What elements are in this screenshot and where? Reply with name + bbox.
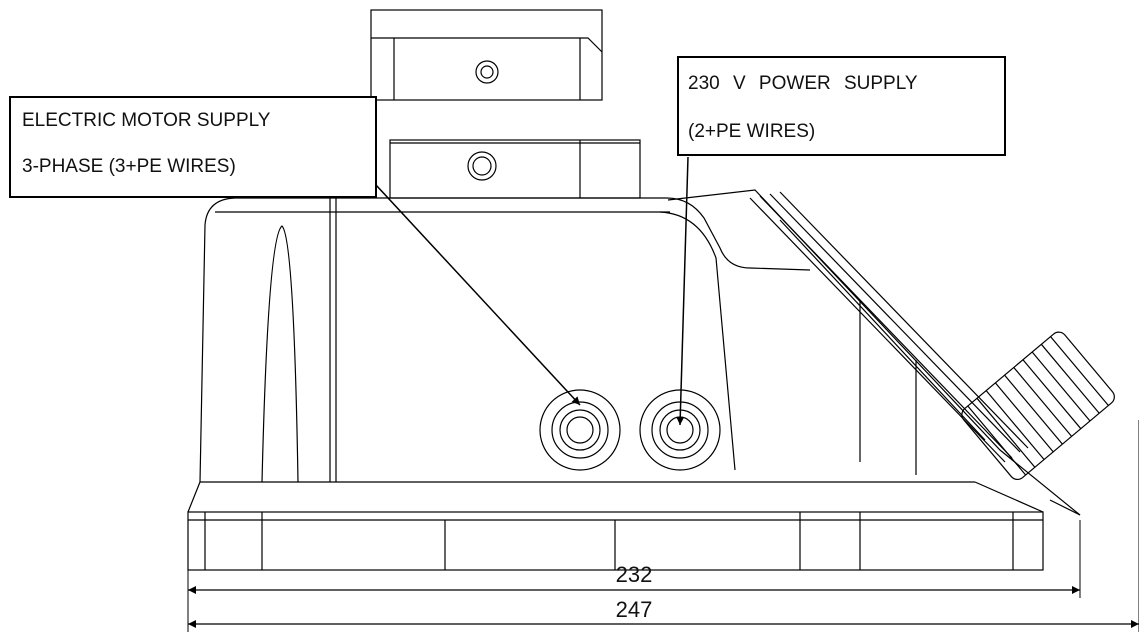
callout-power-line-2: (2+PE WIRES) [688, 121, 816, 142]
dimension-inner-label: 232 [616, 562, 653, 587]
base-plate [187, 481, 1044, 571]
callout-power-line-1: 230 V POWER SUPPLY [688, 73, 918, 94]
top-block [370, 9, 603, 101]
leader-power [676, 156, 689, 426]
callout-motor-supply: ELECTRIC MOTOR SUPPLY 3-PHASE (3+PE WIRE… [9, 96, 377, 198]
leader-motor [375, 184, 581, 406]
middle-block [389, 139, 641, 199]
housing-body [199, 197, 975, 483]
dimension-overall-label: 247 [616, 597, 653, 622]
rotary-knob [961, 331, 1115, 481]
cable-gland-motor [539, 389, 621, 471]
callout-motor-line-2: 3-PHASE (3+PE WIRES) [22, 156, 236, 177]
callout-motor-line-1: ELECTRIC MOTOR SUPPLY [22, 110, 271, 131]
callout-power-supply: 230 V POWER SUPPLY (2+PE WIRES) [677, 56, 1006, 156]
extension-lines [187, 420, 1139, 632]
